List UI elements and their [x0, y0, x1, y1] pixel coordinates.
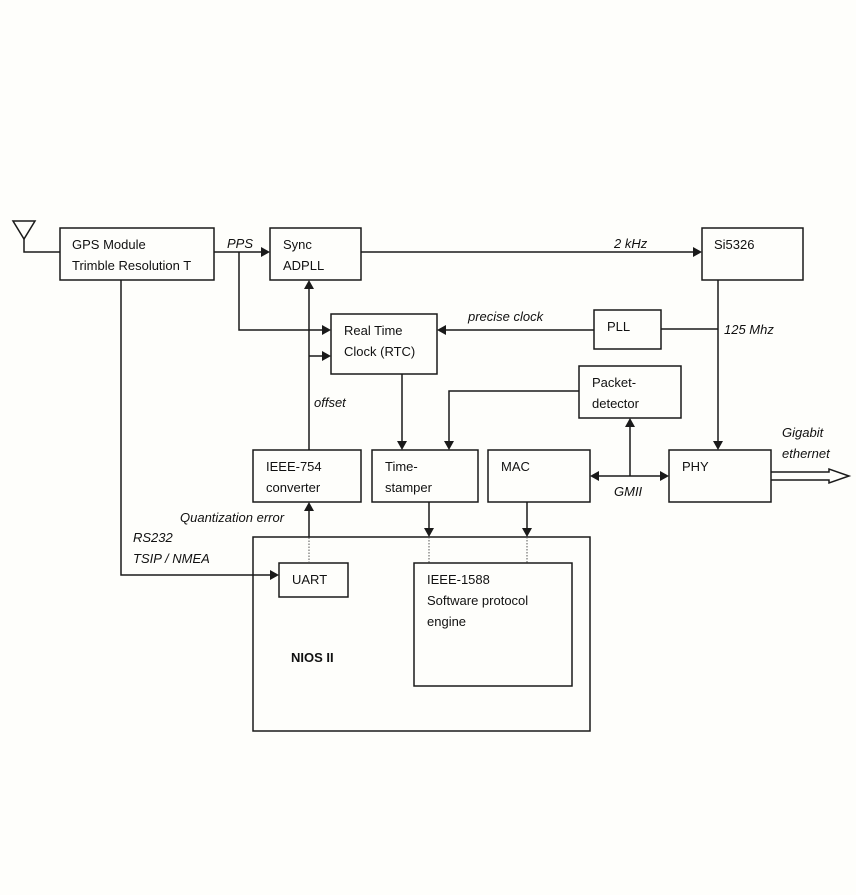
arrowhead [397, 441, 407, 450]
timestamper-to-ieee1588-connection [424, 502, 434, 563]
arrowhead [322, 351, 331, 361]
uart-block: UART [278, 562, 349, 598]
adpll-label-line1: Sync [283, 237, 312, 252]
arrowhead [270, 570, 279, 580]
2khz-label: 2 kHz [613, 236, 648, 251]
si5326-label: Si5326 [714, 237, 754, 252]
pps-connection: PPS [214, 236, 331, 335]
nios-ii-label: NIOS II [291, 650, 334, 665]
sync-adpll-block: Sync ADPLL [269, 227, 362, 281]
phy-label: PHY [682, 459, 709, 474]
rtc-block: Real Time Clock (RTC) [330, 313, 438, 375]
mac-label: MAC [501, 459, 530, 474]
ieee1588-label-line1: IEEE-1588 [427, 572, 490, 587]
rtc-label-line1: Real Time [344, 323, 403, 338]
rtc-to-timestamper-connection [397, 374, 407, 450]
arrowhead [522, 528, 532, 537]
uart-label: UART [292, 572, 327, 587]
arrowhead [261, 247, 270, 257]
pll-block: PLL [593, 309, 662, 350]
precise-clock-label: precise clock [467, 309, 545, 324]
rtc-label-line2: Clock (RTC) [344, 344, 415, 359]
phy-block: PHY [668, 449, 772, 503]
rs232-connection: RS232 TSIP / NMEA [120, 280, 279, 580]
arrowhead [437, 325, 446, 335]
ieee1588-label-line3: engine [427, 614, 466, 629]
packet-detector-label-line1: Packet- [592, 375, 636, 390]
ethernet-label: ethernet [782, 446, 831, 461]
2khz-connection: 2 kHz [361, 236, 702, 257]
tsip-nmea-label: TSIP / NMEA [133, 551, 210, 566]
gmii-label: GMII [614, 484, 643, 499]
packet-detector-label-line2: detector [592, 396, 640, 411]
ieee1588-label-line2: Software protocol [427, 593, 528, 608]
pll-label: PLL [607, 319, 630, 334]
125mhz-connection: 125 Mhz [661, 280, 774, 450]
arrowhead [444, 441, 454, 450]
gps-model-label: Trimble Resolution T [72, 258, 191, 273]
arrowhead [424, 528, 434, 537]
arrowhead [660, 471, 669, 481]
precise-clock-connection: precise clock [437, 309, 594, 335]
rs232-label: RS232 [133, 530, 174, 545]
timestamper-block: Time- stamper [371, 449, 479, 503]
ieee754-converter-block: IEEE-754 converter [252, 449, 362, 503]
adpll-label-line2: ADPLL [283, 258, 324, 273]
arrowhead [590, 471, 599, 481]
gmii-connection: GMII [590, 418, 669, 499]
quantization-error-connection: Quantization error [180, 502, 314, 563]
gigabit-ethernet-output: Gigabit ethernet [771, 425, 852, 485]
arrowhead [322, 325, 331, 335]
pps-label: PPS [227, 236, 253, 251]
gps-module-label: GPS Module [72, 237, 146, 252]
ieee754-label-line2: converter [266, 480, 321, 495]
125mhz-label: 125 Mhz [724, 322, 774, 337]
arrowhead [625, 418, 635, 427]
antenna-icon [11, 220, 60, 253]
offset-connection: offset [304, 280, 347, 450]
packet-detector-to-timestamper-connection [444, 390, 579, 450]
gps-module-block: GPS Module Trimble Resolution T [59, 227, 215, 281]
gigabit-label: Gigabit [782, 425, 825, 440]
timestamper-label-line2: stamper [385, 480, 433, 495]
ieee754-label-line1: IEEE-754 [266, 459, 322, 474]
arrowhead [693, 247, 702, 257]
mac-to-ieee1588-connection [522, 502, 532, 563]
packet-detector-block: Packet- detector [578, 365, 682, 419]
quantization-error-label: Quantization error [180, 510, 285, 525]
si5326-block: Si5326 [701, 227, 804, 281]
ieee1588-engine-block: IEEE-1588 Software protocol engine [413, 562, 573, 687]
arrowhead [304, 280, 314, 289]
timestamper-label-line1: Time- [385, 459, 418, 474]
arrowhead [304, 502, 314, 511]
offset-label: offset [314, 395, 347, 410]
arrowhead [713, 441, 723, 450]
mac-block: MAC [487, 449, 591, 503]
